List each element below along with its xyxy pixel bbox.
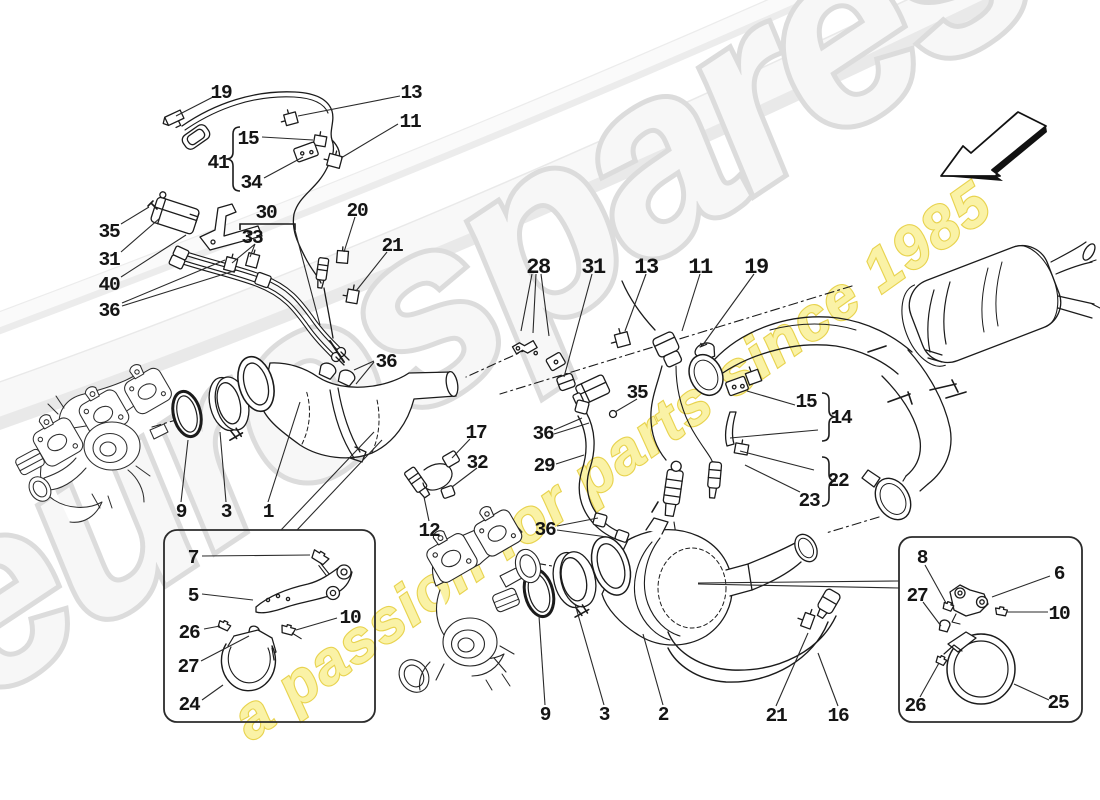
svg-text:21: 21 xyxy=(765,705,787,727)
svg-text:25: 25 xyxy=(1047,692,1069,714)
svg-text:5: 5 xyxy=(188,585,199,607)
svg-text:3: 3 xyxy=(599,704,610,726)
svg-text:15: 15 xyxy=(237,128,259,150)
svg-text:23: 23 xyxy=(798,490,820,512)
svg-text:9: 9 xyxy=(176,501,187,523)
svg-text:31: 31 xyxy=(98,249,120,271)
svg-text:7: 7 xyxy=(188,547,199,569)
svg-text:2: 2 xyxy=(658,704,669,726)
svg-text:36: 36 xyxy=(98,300,120,322)
svg-text:41: 41 xyxy=(207,152,229,174)
svg-text:6: 6 xyxy=(1054,563,1065,585)
svg-text:35: 35 xyxy=(98,221,120,243)
svg-text:28: 28 xyxy=(526,255,551,280)
svg-text:21: 21 xyxy=(381,235,403,257)
svg-text:27: 27 xyxy=(906,585,928,607)
svg-text:11: 11 xyxy=(399,111,421,133)
svg-text:19: 19 xyxy=(210,82,232,104)
svg-text:30: 30 xyxy=(255,202,277,224)
svg-text:16: 16 xyxy=(827,705,849,727)
svg-text:34: 34 xyxy=(240,172,263,194)
svg-text:13: 13 xyxy=(634,255,659,280)
svg-text:40: 40 xyxy=(98,274,120,296)
svg-text:26: 26 xyxy=(904,695,926,717)
svg-text:13: 13 xyxy=(400,82,422,104)
svg-text:31: 31 xyxy=(581,255,606,280)
svg-text:36: 36 xyxy=(375,351,397,373)
svg-text:3: 3 xyxy=(221,501,232,523)
svg-text:8: 8 xyxy=(917,547,928,569)
svg-text:24: 24 xyxy=(178,694,201,716)
svg-text:11: 11 xyxy=(688,255,713,280)
svg-text:22: 22 xyxy=(827,470,849,492)
svg-text:36: 36 xyxy=(532,423,554,445)
svg-text:10: 10 xyxy=(339,607,361,629)
svg-text:20: 20 xyxy=(346,200,368,222)
svg-text:36: 36 xyxy=(534,519,556,541)
svg-text:27: 27 xyxy=(177,656,199,678)
svg-text:33: 33 xyxy=(241,227,263,249)
svg-text:14: 14 xyxy=(830,407,853,429)
svg-text:15: 15 xyxy=(795,391,817,413)
svg-text:19: 19 xyxy=(744,255,768,280)
svg-text:26: 26 xyxy=(178,622,200,644)
svg-text:12: 12 xyxy=(418,520,440,542)
svg-text:10: 10 xyxy=(1048,603,1070,625)
svg-text:1: 1 xyxy=(263,501,274,523)
svg-text:32: 32 xyxy=(466,452,488,474)
svg-text:35: 35 xyxy=(626,382,648,404)
svg-text:9: 9 xyxy=(540,704,551,726)
svg-text:17: 17 xyxy=(465,422,487,444)
svg-text:29: 29 xyxy=(533,455,555,477)
